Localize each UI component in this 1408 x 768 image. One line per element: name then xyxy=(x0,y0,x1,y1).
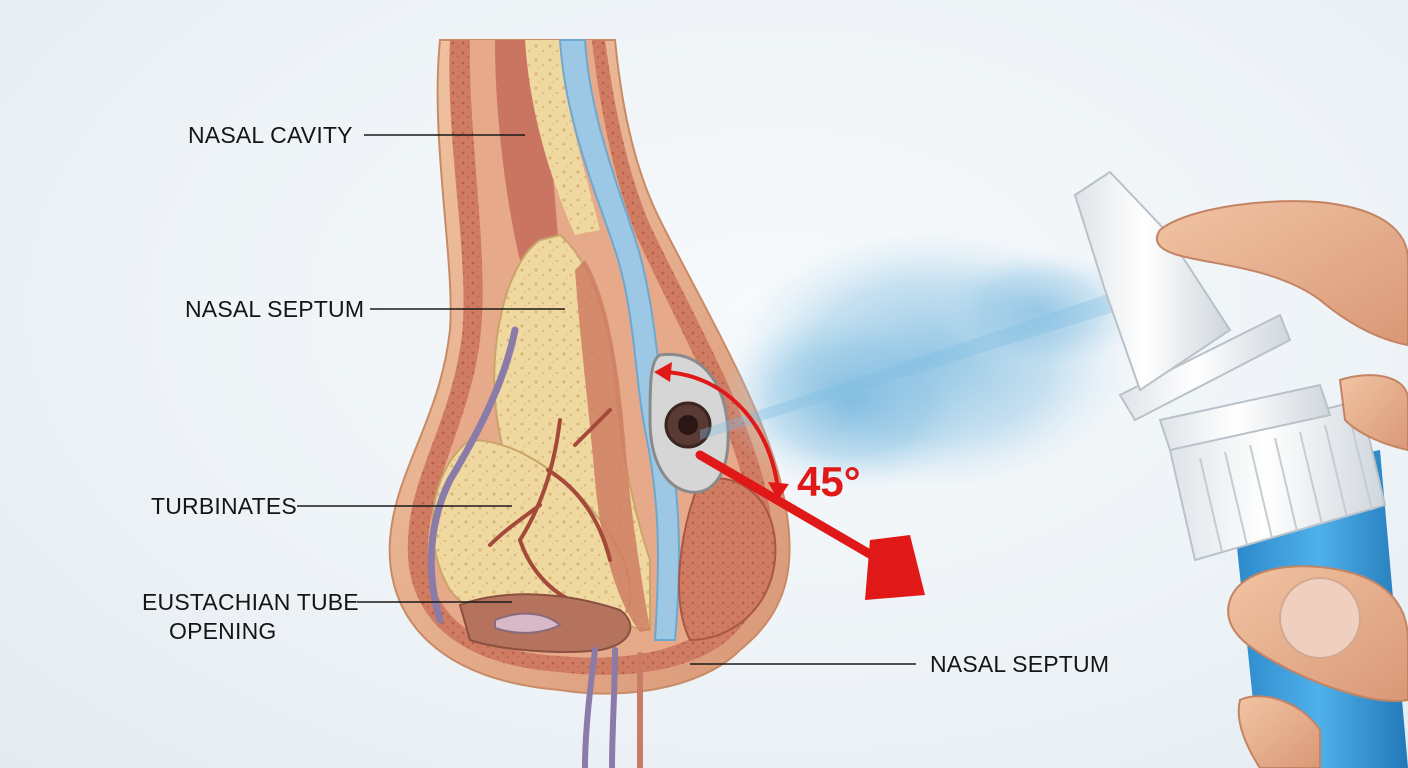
label-nasal-cavity: NASAL CAVITY xyxy=(188,122,353,148)
ethmoid-strip xyxy=(525,40,600,235)
label-nasal-septum-lower: NASAL SEPTUM xyxy=(930,651,1110,677)
label-nasal-septum-upper: NASAL SEPTUM xyxy=(185,296,365,322)
spray-mist-icon xyxy=(700,230,1140,490)
label-eustachian-line1: EUSTACHIAN TUBE xyxy=(142,589,359,615)
muscle-layer xyxy=(575,260,650,632)
septum-blue-channel xyxy=(558,39,681,641)
angle-label: 45° xyxy=(797,458,861,505)
blood-vessels xyxy=(488,408,612,602)
vein xyxy=(427,326,519,624)
hand-icon xyxy=(1155,200,1408,768)
label-turbinates: TURBINATES xyxy=(151,493,297,519)
leader-lines xyxy=(297,134,916,665)
eustachian-opening-shape xyxy=(494,612,562,634)
label-eustachian-line2: OPENING xyxy=(169,618,277,644)
angle-arrow-icon xyxy=(654,362,925,600)
lower-vessels xyxy=(582,647,644,768)
alar-tissue xyxy=(678,477,777,642)
